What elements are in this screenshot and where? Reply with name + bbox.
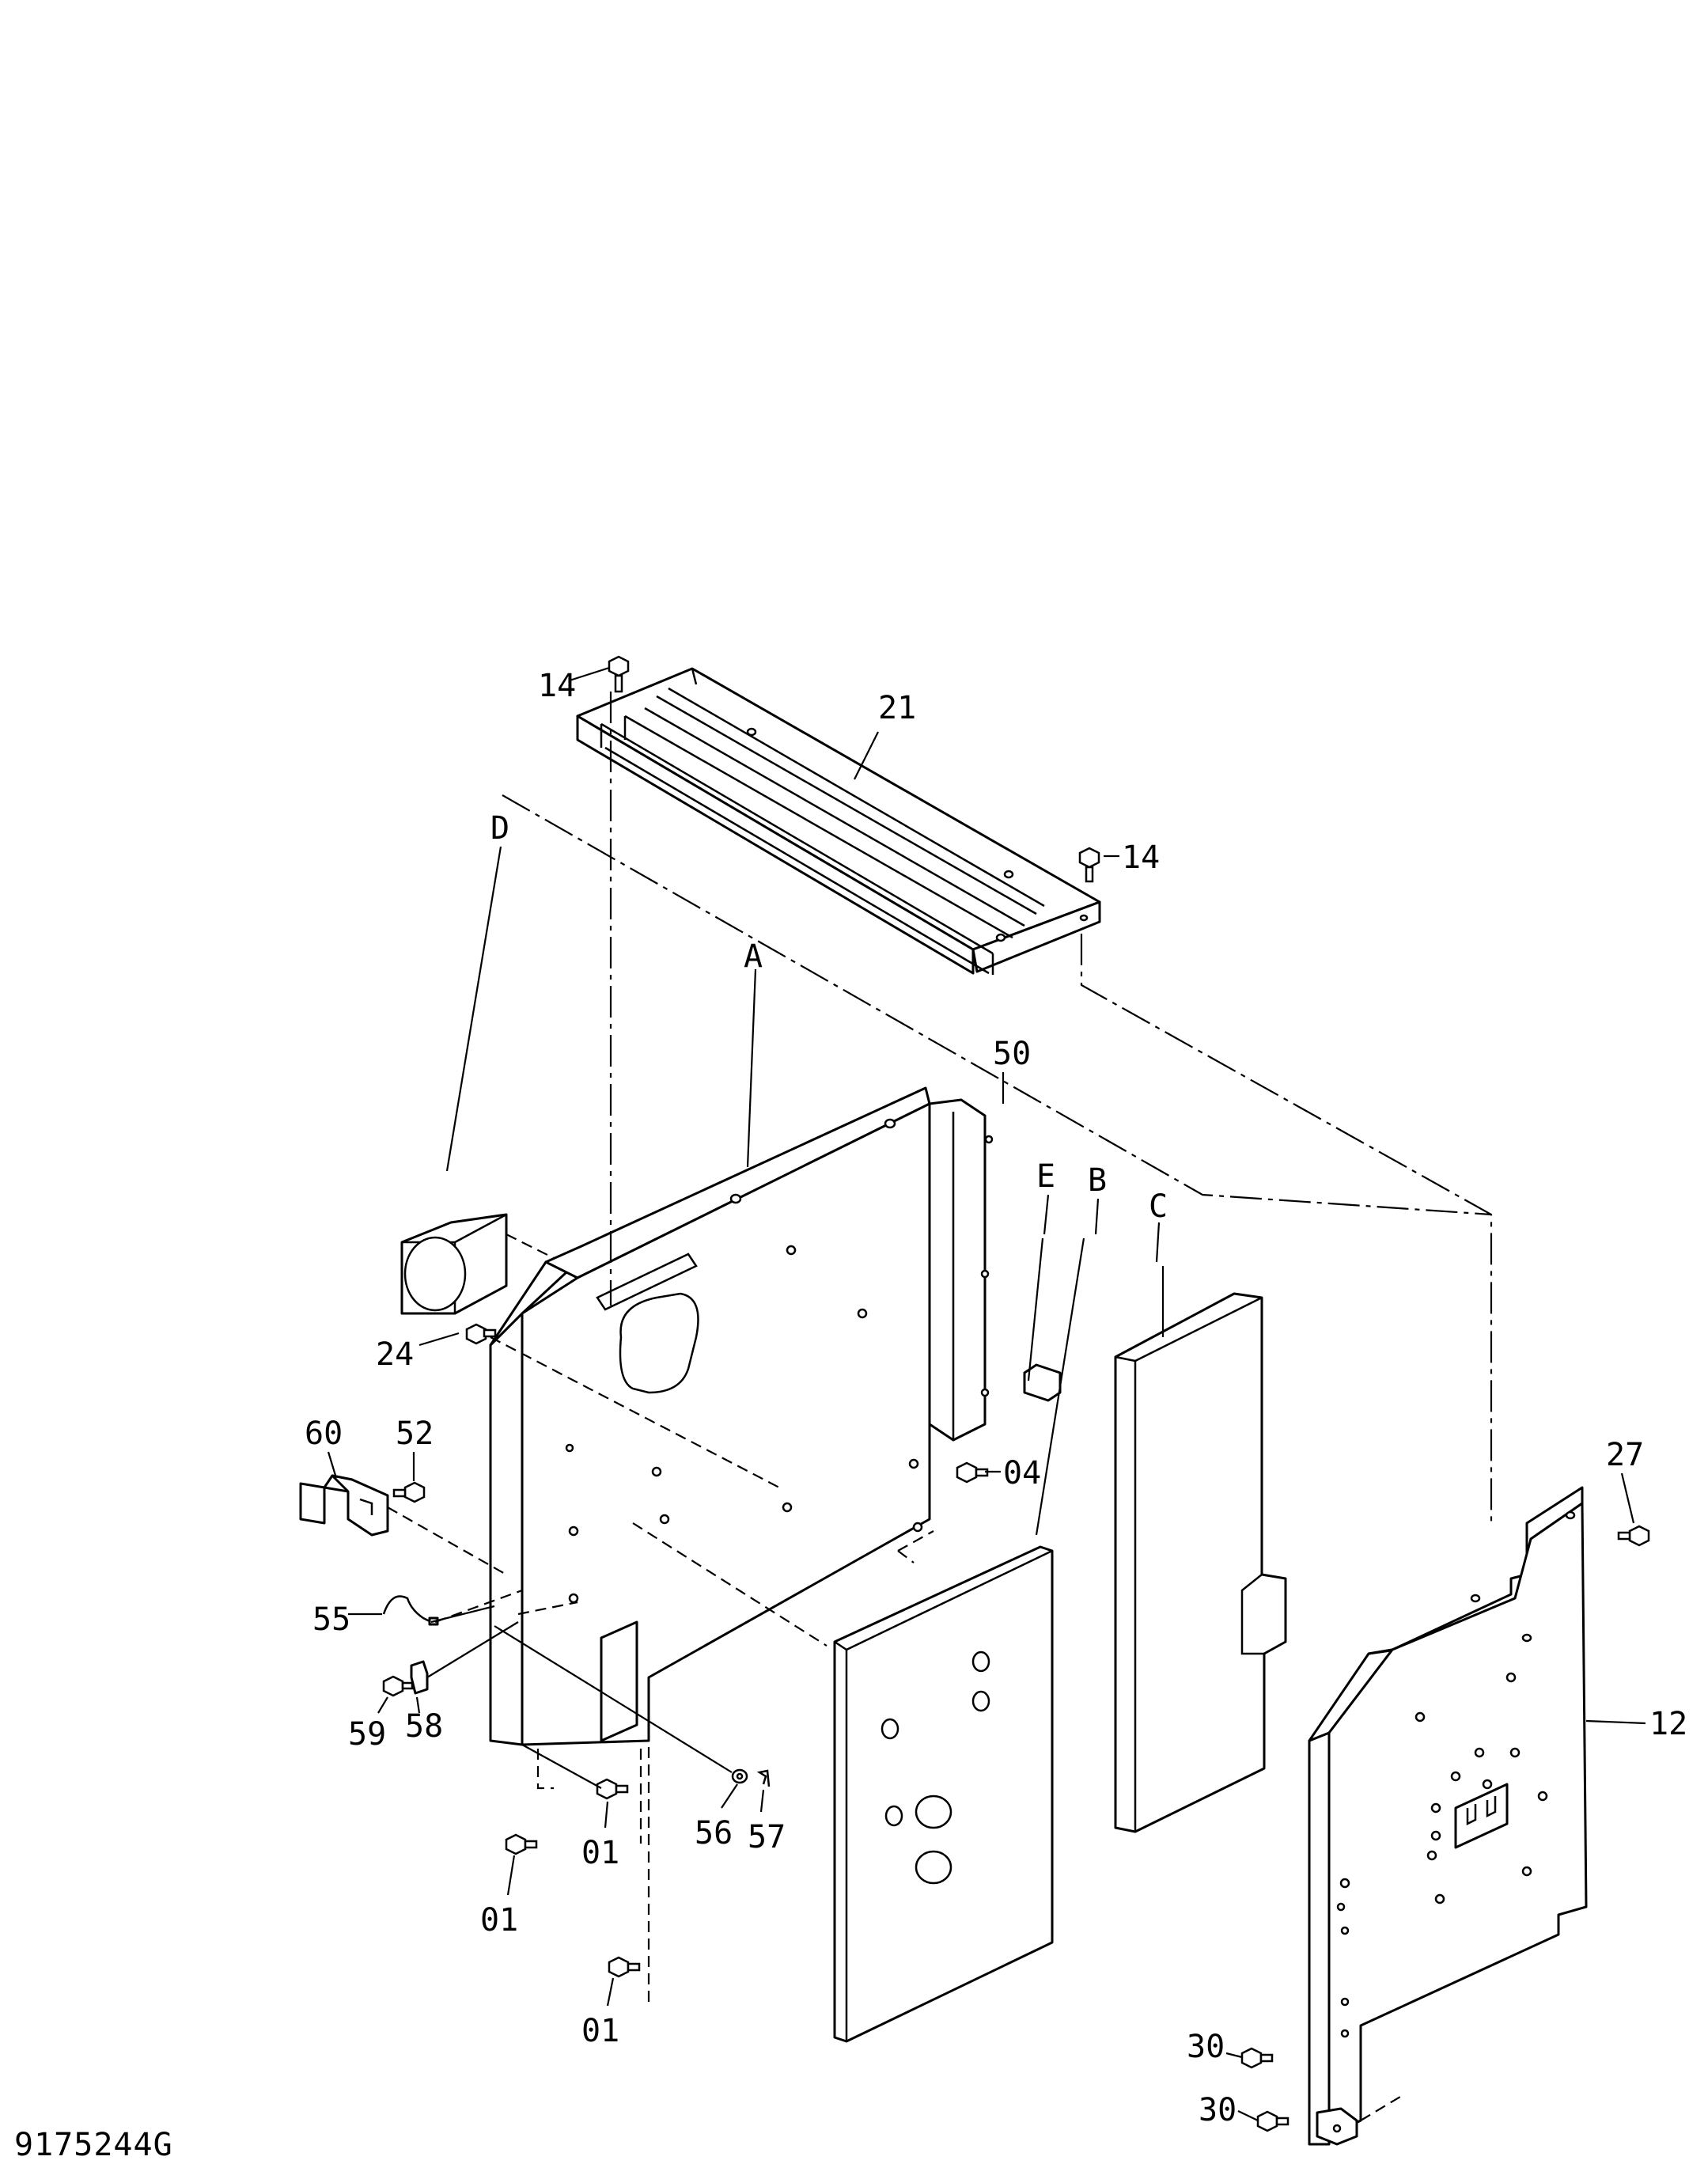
part-21-top-tray	[576, 667, 1101, 975]
bolt-14-right	[1078, 847, 1100, 883]
callout-59: 59	[348, 1716, 386, 1753]
callout-30-b: 30	[1199, 2092, 1237, 2128]
part-50-main-panel	[489, 1086, 994, 2002]
callout-01-b: 01	[480, 1902, 518, 1939]
callout-D: D	[490, 810, 509, 847]
callout-21: 21	[878, 690, 916, 726]
bolt-27	[1617, 1525, 1650, 1547]
callout-01-c: 01	[581, 2013, 619, 2049]
callout-27: 27	[1606, 1437, 1644, 1473]
callout-A: A	[744, 938, 763, 975]
assembly-lines	[387, 692, 1493, 1789]
callout-B: B	[1088, 1162, 1107, 1199]
leader-lines	[327, 666, 1646, 2121]
callout-04: 04	[1003, 1455, 1041, 1491]
part-12-right-panel	[1308, 1486, 1588, 2146]
bolt-52	[392, 1481, 426, 1503]
part-60-bracket	[299, 1474, 389, 1537]
callout-01-a: 01	[581, 1835, 619, 1871]
callout-30-a: 30	[1187, 2029, 1225, 2065]
bolt-24	[465, 1323, 497, 1345]
callout-55: 55	[312, 1601, 350, 1638]
callout-24: 24	[376, 1336, 414, 1373]
callout-52: 52	[396, 1416, 434, 1452]
part-D-ring-block	[400, 1213, 508, 1315]
bolt-30-a	[1240, 2047, 1274, 2069]
callout-58: 58	[405, 1708, 443, 1745]
callout-E: E	[1036, 1158, 1055, 1195]
part-B-insulation-board	[833, 1545, 1054, 2043]
bolt-01-b	[505, 1833, 538, 1855]
bolt-14-top	[608, 655, 630, 693]
callout-56: 56	[695, 1815, 733, 1851]
bolt-59	[382, 1675, 414, 1697]
callout-50: 50	[993, 1036, 1031, 1072]
callout-14-right: 14	[1122, 839, 1160, 876]
callout-57: 57	[748, 1819, 786, 1855]
callout-labels: 14 14 21 D A 50 E B C 24 60 52 04 27 55 …	[305, 668, 1687, 2128]
part-C-insulation-board	[1114, 1292, 1287, 1833]
part-55-wire	[382, 1595, 439, 1626]
bolt-30-b	[1256, 2110, 1290, 2132]
bolt-01-c	[608, 1956, 641, 1978]
part-58-clip	[410, 1660, 429, 1695]
callout-C: C	[1149, 1188, 1168, 1225]
callout-14-top: 14	[538, 668, 576, 704]
part-E-small-pad	[1023, 1363, 1062, 1402]
callout-60: 60	[305, 1416, 343, 1452]
drawing-reference-code: 9175244G	[14, 2127, 173, 2163]
bolt-04	[956, 1461, 989, 1484]
part-56-washer	[731, 1768, 748, 1784]
bolt-01-a	[596, 1778, 629, 1800]
part-57-pin	[756, 1769, 771, 1787]
callout-12: 12	[1649, 1706, 1687, 1742]
